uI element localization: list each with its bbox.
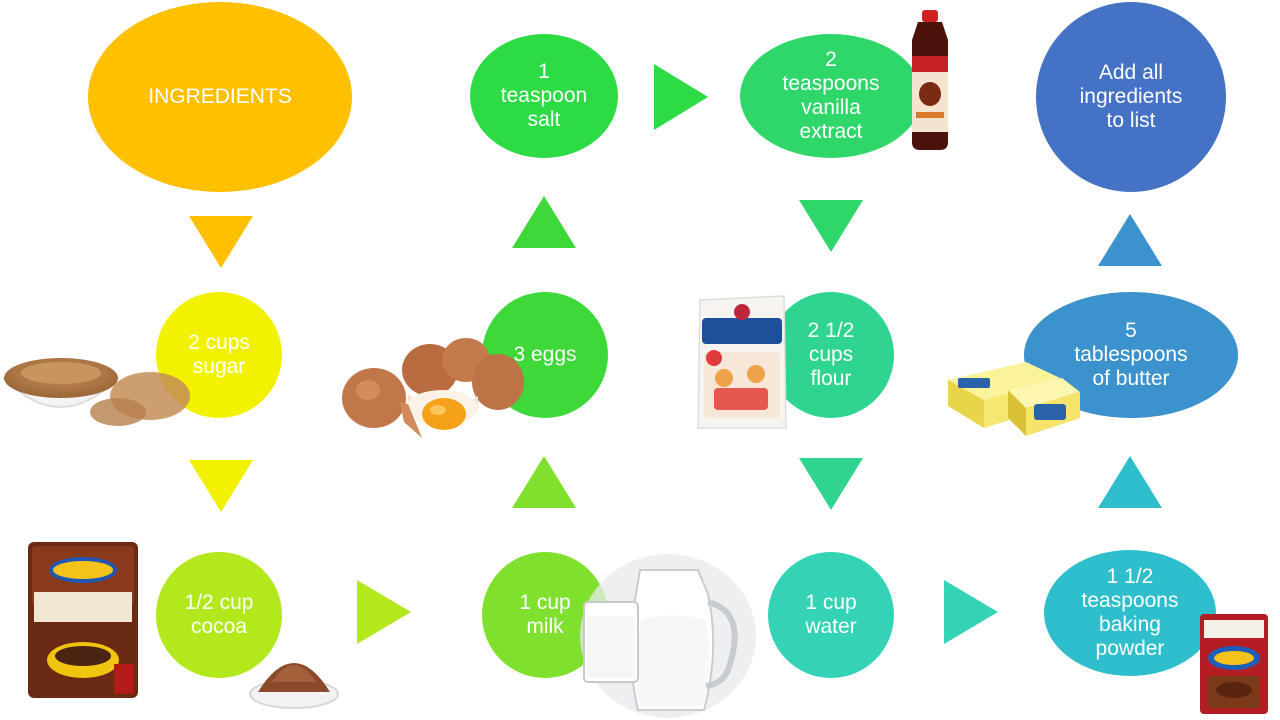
arrow-ingredients-to-sugar xyxy=(189,216,253,268)
vanilla-photo xyxy=(902,10,958,152)
node-butter-label: 5 tablespoons of butter xyxy=(1074,319,1188,390)
eggs-photo xyxy=(338,338,528,444)
arrow-butter-to-add-all xyxy=(1098,214,1162,266)
node-add-all-label: Add all ingredients to list xyxy=(1079,61,1183,132)
arrow-up-shape xyxy=(1098,214,1162,266)
node-cocoa-label: 1/2 cup cocoa xyxy=(184,591,254,638)
node-salt-label: 1 teaspoon salt xyxy=(500,60,588,131)
node-sugar-label: 2 cups sugar xyxy=(188,331,250,378)
baking-powder-photo xyxy=(1196,610,1272,718)
arrow-down-shape xyxy=(189,460,253,512)
node-milk-label: 1 cup milk xyxy=(519,591,571,638)
node-eggs-label: 3 eggs xyxy=(513,343,577,366)
arrow-right-shape xyxy=(357,580,411,644)
node-water-label: 1 cup water xyxy=(805,591,857,638)
arrow-down-shape xyxy=(799,200,863,252)
arrow-salt-to-vanilla xyxy=(654,64,708,130)
arrow-up-shape xyxy=(1098,456,1162,508)
arrow-up-shape xyxy=(512,196,576,248)
arrow-eggs-to-salt xyxy=(512,196,576,248)
node-baking-powder: 1 1/2 teaspoons baking powder xyxy=(1044,550,1216,676)
node-water: 1 cup water xyxy=(768,552,894,678)
node-salt: 1 teaspoon salt xyxy=(470,34,618,158)
arrow-down-shape xyxy=(799,458,863,510)
arrow-water-to-baking-powder xyxy=(944,580,998,644)
node-ingredients: INGREDIENTS xyxy=(88,2,352,192)
milk-photo xyxy=(578,550,758,720)
cocoa-box-photo xyxy=(24,540,142,702)
node-add-all: Add all ingredients to list xyxy=(1036,2,1226,192)
arrow-down-shape xyxy=(189,216,253,268)
sugar-photo xyxy=(0,326,190,436)
node-flour: 2 1/2 cups flour xyxy=(768,292,894,418)
arrow-baking-powder-to-butter xyxy=(1098,456,1162,508)
arrow-up-shape xyxy=(512,456,576,508)
node-vanilla: 2 teaspoons vanilla extract xyxy=(740,34,922,158)
flour-photo xyxy=(694,292,790,432)
arrow-cocoa-to-milk xyxy=(357,580,411,644)
arrow-sugar-to-cocoa xyxy=(189,460,253,512)
arrow-vanilla-to-flour xyxy=(799,200,863,252)
arrow-milk-to-eggs xyxy=(512,456,576,508)
arrow-flour-to-water xyxy=(799,458,863,510)
arrow-right-shape xyxy=(944,580,998,644)
node-ingredients-label: INGREDIENTS xyxy=(148,85,292,108)
node-cocoa: 1/2 cup cocoa xyxy=(156,552,282,678)
arrow-right-shape xyxy=(654,64,708,130)
butter-photo xyxy=(944,356,1084,442)
node-baking-powder-label: 1 1/2 teaspoons baking powder xyxy=(1081,565,1179,660)
node-vanilla-label: 2 teaspoons vanilla extract xyxy=(782,48,880,143)
node-flour-label: 2 1/2 cups flour xyxy=(807,319,855,390)
cocoa-powder-photo xyxy=(246,638,342,712)
